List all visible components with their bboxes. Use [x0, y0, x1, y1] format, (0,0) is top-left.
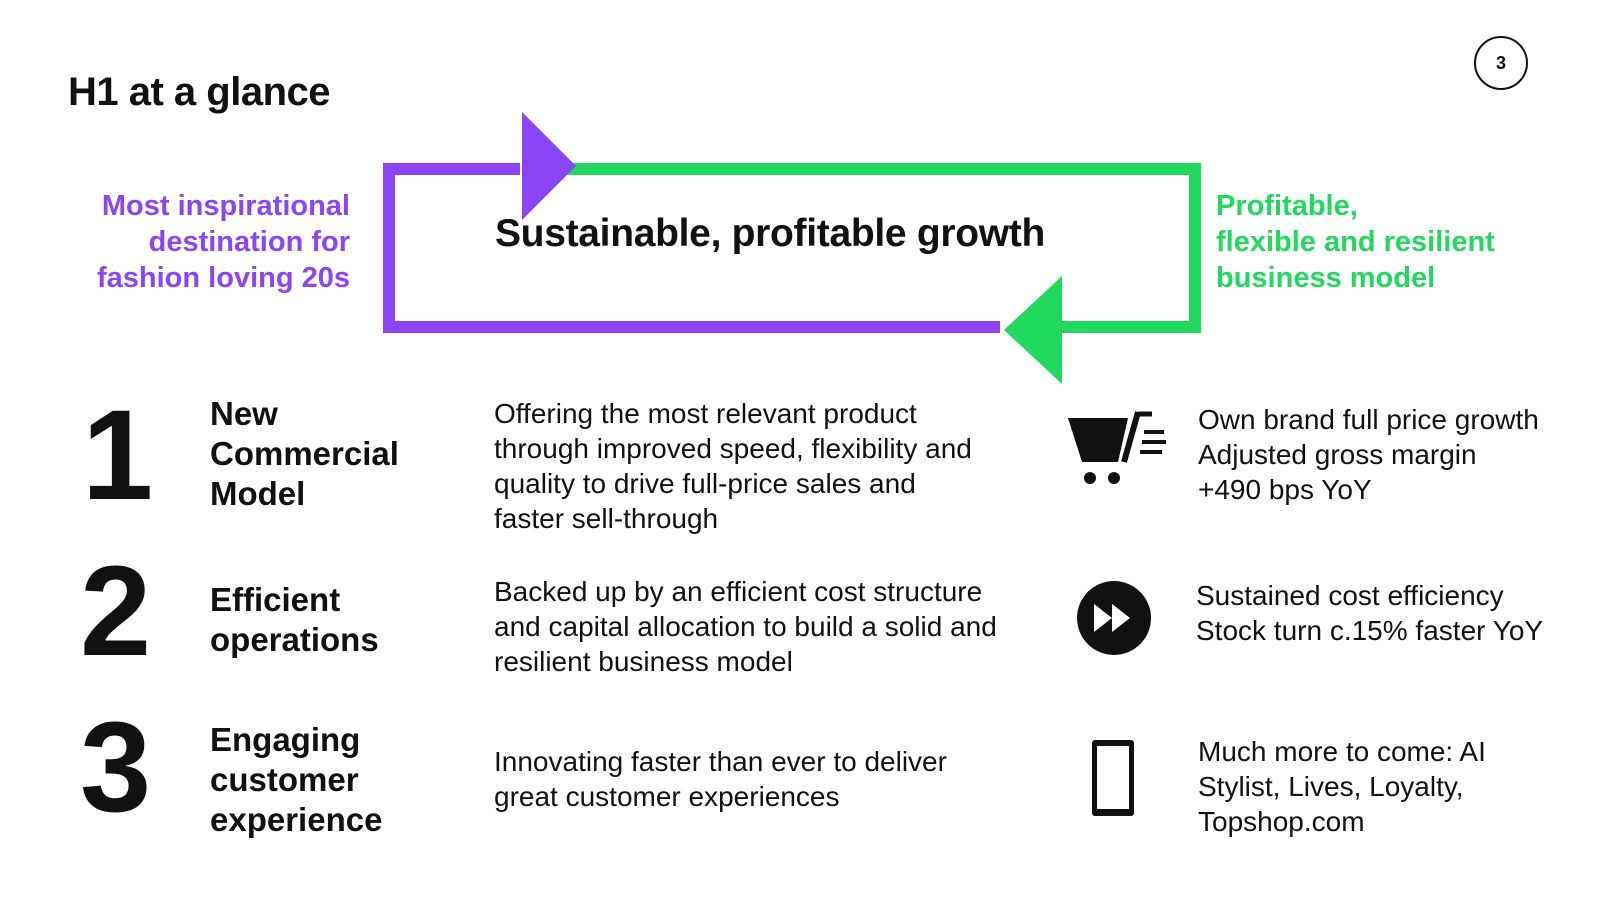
description-line: faster sell-through [494, 503, 719, 534]
page-number: 3 [1495, 52, 1506, 73]
pillar-name: Efficient operations [210, 580, 440, 660]
pillar-name-line: customer [210, 761, 359, 798]
right-tagline: Profitable, flexible and resilient busin… [1216, 188, 1536, 296]
left-tagline-line: fashion loving 20s [97, 262, 350, 294]
description-line: through improved speed, flexibility and [494, 433, 972, 464]
description-line: and capital allocation to build a solid … [494, 611, 997, 642]
outcome-line: Own brand full price growth [1198, 404, 1539, 435]
pillar-name-line: Engaging [210, 721, 361, 758]
pillar-number: 2 [80, 540, 151, 683]
outcome-line: Topshop.com [1198, 806, 1365, 837]
outcome-line: Sustained cost efficiency [1196, 580, 1504, 611]
description-line: Innovating faster than ever to deliver [494, 746, 947, 777]
green-arrowhead [1004, 276, 1062, 384]
pillar-name-line: experience [210, 801, 383, 838]
pillar-name-line: operations [210, 621, 379, 658]
fast-forward-icon [1077, 581, 1151, 655]
pillar-name-line: Commercial [210, 435, 399, 472]
outcome-line: +490 bps YoY [1198, 474, 1372, 505]
shopping-cart-icon [1068, 411, 1166, 484]
outcome-line: Adjusted gross margin [1198, 439, 1477, 470]
left-tagline-line: destination for [148, 226, 350, 258]
purple-arrowhead [522, 112, 576, 220]
description-line: Backed up by an efficient cost structure [494, 576, 983, 607]
page-number-badge: 3 [1474, 36, 1528, 90]
left-tagline-line: Most inspirational [101, 190, 350, 222]
left-tagline: Most inspirational destination for fashi… [50, 188, 350, 296]
pillar-name-line: Model [210, 475, 306, 512]
description-line: great customer experiences [494, 781, 840, 812]
pillar-name-line: New [210, 395, 278, 432]
pillar-outcome: Sustained cost efficiency Stock turn c.1… [1196, 578, 1576, 648]
pillar-number: 1 [82, 384, 153, 527]
pillar-name-line: Efficient [210, 581, 341, 618]
right-tagline-line: flexible and resilient [1216, 226, 1495, 258]
outcome-line: Stock turn c.15% faster YoY [1196, 615, 1544, 646]
pillar-number: 3 [80, 696, 151, 839]
pillar-outcome: Own brand full price growth Adjusted gro… [1198, 402, 1578, 507]
slide-title: H1 at a glance [68, 70, 331, 114]
description-line: quality to drive full-price sales and [494, 468, 916, 499]
pillar-description: Offering the most relevant product throu… [494, 396, 1024, 536]
pillar-description: Backed up by an efficient cost structure… [494, 574, 1024, 679]
purple-loop-line [383, 163, 1000, 333]
outcome-line: Stylist, Lives, Loyalty, [1198, 771, 1464, 802]
pillar-outcome: Much more to come: AI Stylist, Lives, Lo… [1198, 734, 1578, 839]
description-line: Offering the most relevant product [494, 398, 917, 429]
pillar-name: Engaging customer experience [210, 720, 440, 840]
description-line: resilient business model [494, 646, 793, 677]
right-tagline-line: Profitable, [1216, 190, 1358, 222]
outcome-line: Much more to come: AI [1198, 736, 1486, 767]
mobile-phone-icon [1092, 740, 1134, 816]
pillar-description: Innovating faster than ever to deliver g… [494, 744, 1024, 814]
cycle-center-title: Sustainable, profitable growth [494, 212, 1046, 255]
right-tagline-line: business model [1216, 262, 1436, 294]
green-loop-line [560, 163, 1201, 333]
pillar-name: New Commercial Model [210, 394, 440, 514]
